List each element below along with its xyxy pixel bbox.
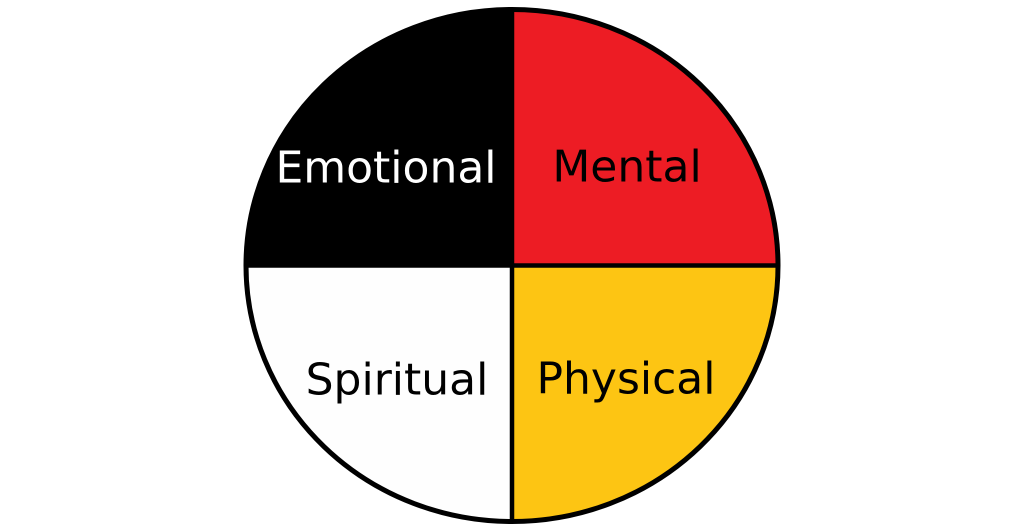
- quadrant-spiritual: [246, 265, 512, 522]
- quadrant-emotional: [246, 9, 512, 266]
- quadrant-label-spiritual: Spiritual: [306, 355, 489, 406]
- quadrant-mental: [512, 9, 778, 266]
- quadrant-label-emotional: Emotional: [275, 143, 496, 194]
- quadrant-label-physical: Physical: [537, 354, 716, 405]
- quadrant-physical: [512, 265, 778, 522]
- quadrant-label-mental: Mental: [552, 142, 701, 193]
- wheel-outline: [243, 7, 781, 524]
